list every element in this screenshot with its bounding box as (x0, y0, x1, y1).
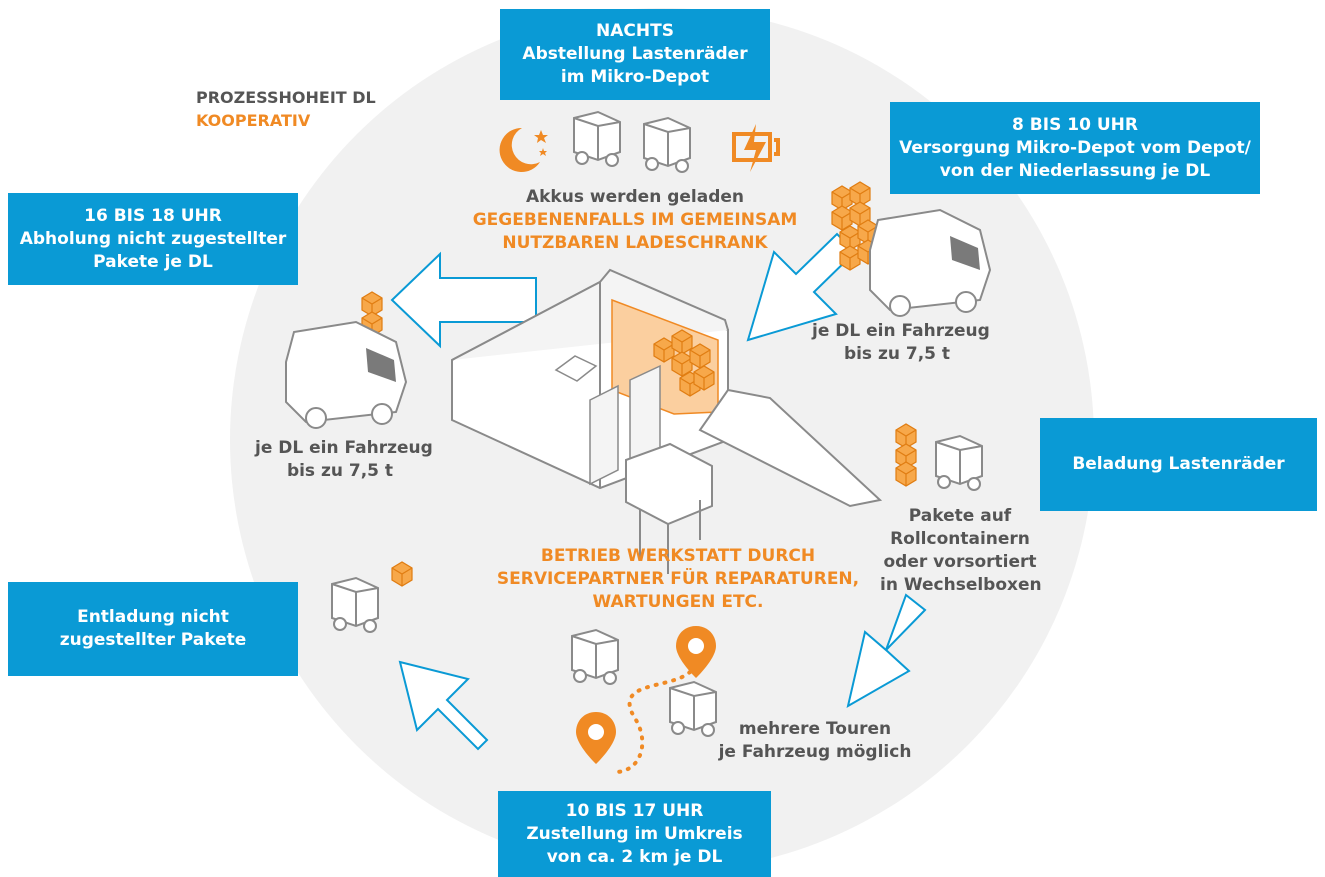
box-nachts-line-2: Abstellung Lastenräder (522, 44, 748, 64)
akkus-caption: Akkus werden geladen GEGEBENENFALLS IM G… (470, 186, 800, 255)
box-zustellung-line-3: von ca. 2 km je DL (546, 846, 723, 867)
box-entladung-line-2: zugestellter Pakete (59, 630, 247, 650)
vehicle-left-line-2: bis zu 7,5 t (286, 461, 394, 481)
arrow-icon (746, 232, 857, 342)
pakete-line-2: Rollcontainern (890, 529, 1030, 549)
box-beladung-line-1: Beladung Lastenräder (1072, 454, 1285, 474)
werkstatt-line-2: SERVICEPARTNER FÜR REPARATUREN, (496, 569, 860, 589)
vehicle-right-caption: je DL ein Fahrzeug bis zu 7,5 t (812, 320, 990, 366)
box-entladung-line-1: Entladung nicht (77, 607, 229, 627)
arrow-icon (398, 660, 489, 751)
prozesshoheit-gray: PROZESSHOHEIT DL (196, 88, 376, 107)
box-afternoon-line-2: Abholung nicht zugestellter (19, 228, 287, 249)
parcel-stack-icon (895, 423, 917, 487)
cargo-bike-icon (331, 577, 379, 633)
box-entladung: Entladung nicht zugestellter Pakete (8, 582, 298, 676)
pakete-line-4: in Wechselboxen (880, 575, 1042, 595)
parcel-stack-icon (391, 561, 413, 587)
box-nachts-line-1: NACHTS (596, 21, 674, 41)
box-afternoon: 16 BIS 18 UHR Abholung nicht zugestellte… (8, 193, 298, 285)
battery-charging-icon (732, 124, 780, 172)
werkstatt-caption: BETRIEB WERKSTATT DURCH SERVICEPARTNER F… (488, 545, 868, 614)
arrow-icon (390, 251, 537, 349)
vehicle-left-caption: je DL ein Fahrzeug bis zu 7,5 t (255, 437, 433, 483)
ladeschrank-line-2: NUTZBAREN LADESCHRANK (502, 233, 768, 253)
box-beladung: Beladung Lastenräder (1040, 418, 1317, 511)
van-icon (285, 321, 407, 429)
box-zustellung-line-1: 10 BIS 17 UHR (565, 800, 704, 821)
prozesshoheit-orange: KOOPERATIV (196, 111, 311, 130)
touren-line-2: je Fahrzeug möglich (718, 742, 912, 762)
box-afternoon-line-1: 16 BIS 18 UHR (84, 205, 222, 226)
box-nachts-line-3: im Mikro-Depot (560, 67, 710, 87)
box-nachts: NACHTS Abstellung Lastenräder im Mikro-D… (500, 9, 770, 100)
pakete-line-3: oder vorsortiert (883, 552, 1037, 572)
pakete-caption: Pakete auf Rollcontainern oder vorsortie… (880, 505, 1042, 597)
box-morning-line-1: 8 BIS 10 UHR (1012, 114, 1138, 135)
box-morning-line-2: Versorgung Mikro-Depot vom Depot/ (899, 137, 1251, 158)
cargo-bike-icon (573, 111, 621, 167)
vehicle-right-line-1: je DL ein Fahrzeug (812, 321, 990, 341)
pakete-line-1: Pakete auf (908, 506, 1012, 526)
touren-caption: mehrere Touren je Fahrzeug möglich (705, 718, 925, 764)
werkstatt-line-1: BETRIEB WERKSTATT DURCH (540, 546, 816, 566)
box-morning: 8 BIS 10 UHR Versorgung Mikro-Depot vom … (890, 102, 1260, 194)
box-afternoon-line-3: Pakete je DL (93, 251, 213, 272)
cargo-bike-icon (643, 117, 691, 173)
van-icon (869, 209, 991, 317)
tour-route (610, 670, 692, 775)
moon-stars-icon (499, 127, 548, 172)
ladeschrank-line-1: GEGEBENENFALLS IM GEMEINSAM (472, 210, 798, 230)
cargo-bike-icon (935, 435, 983, 491)
akkus-text: Akkus werden geladen (525, 187, 745, 207)
arrow-icon (846, 593, 927, 709)
vehicle-left-line-1: je DL ein Fahrzeug (255, 438, 433, 458)
cargo-bike-icon (571, 629, 619, 685)
box-zustellung: 10 BIS 17 UHR Zustellung im Umkreis von … (498, 791, 771, 877)
vehicle-right-line-2: bis zu 7,5 t (843, 344, 951, 364)
prozesshoheit-label: PROZESSHOHEIT DL KOOPERATIV (196, 86, 376, 132)
touren-line-1: mehrere Touren (738, 719, 892, 739)
box-morning-line-3: von der Niederlassung je DL (939, 160, 1211, 181)
box-zustellung-line-2: Zustellung im Umkreis (526, 823, 743, 844)
werkstatt-line-3: WARTUNGEN ETC. (592, 592, 764, 612)
